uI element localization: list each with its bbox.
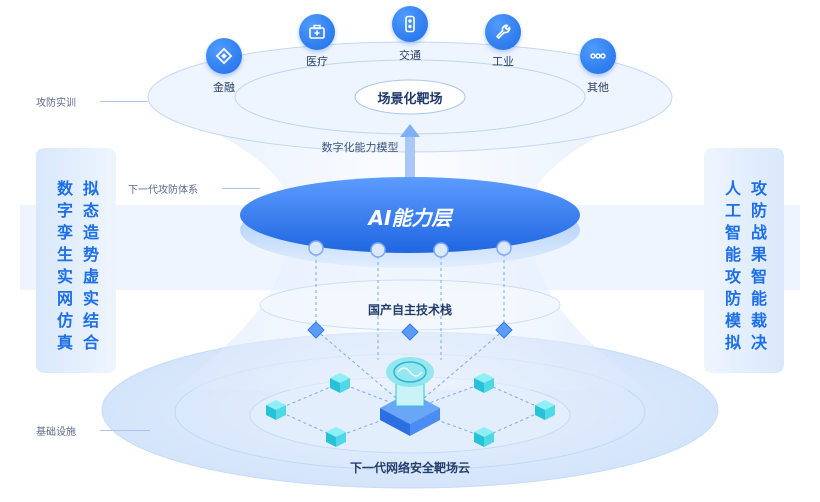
brain-server-icon — [380, 357, 440, 436]
right-panel-col-2: 攻防战果智能裁决 — [750, 179, 767, 352]
leader-line-infrastructure — [100, 430, 150, 431]
left-panel-col-1: 数字孪生实网仿真 — [56, 179, 73, 352]
industry-industrial[interactable] — [485, 14, 521, 50]
right-panel-bg — [704, 148, 784, 373]
traffic-light-icon — [392, 6, 428, 42]
bottom-layer-title: 下一代网络安全靶场云 — [349, 461, 470, 475]
medical-kit-icon — [299, 14, 335, 50]
diamond-icon — [206, 38, 242, 74]
industry-traffic[interactable] — [392, 6, 428, 42]
right-panel-col-1: 人工智能攻防模拟 — [724, 179, 741, 352]
top-layer-title: 场景化靶场 — [377, 92, 443, 107]
ai-layer-title: AI能力层 — [368, 206, 452, 230]
industry-label-medical: 医疗 — [306, 55, 328, 68]
industry-other[interactable] — [580, 38, 616, 74]
industry-label-industrial: 工业 — [492, 55, 514, 68]
left-panel-col-2: 拟态造势虚实结合 — [82, 179, 99, 352]
top-layer-caption: 数字化能力模型 — [321, 141, 399, 154]
upward-arrow — [405, 135, 415, 185]
middle-layer-title: 国产自主技术栈 — [367, 303, 452, 317]
more-dots-icon — [580, 38, 616, 74]
industry-label-finance: 金融 — [213, 81, 235, 94]
left-panel-bg — [36, 148, 116, 373]
side-label-system: 下一代攻防体系 — [128, 185, 198, 196]
leader-line-training — [100, 101, 148, 102]
ai-layer-disc — [240, 177, 580, 253]
leader-line-system — [222, 188, 260, 189]
industry-medical[interactable] — [299, 14, 335, 50]
server-cubes — [266, 373, 555, 447]
industry-finance[interactable] — [206, 38, 242, 74]
wrench-icon — [485, 14, 521, 50]
side-label-training: 攻防实训 — [36, 98, 76, 109]
side-label-infrastructure: 基础设施 — [36, 427, 76, 438]
industry-label-traffic: 交通 — [399, 49, 421, 62]
industry-label-other: 其他 — [587, 81, 609, 94]
